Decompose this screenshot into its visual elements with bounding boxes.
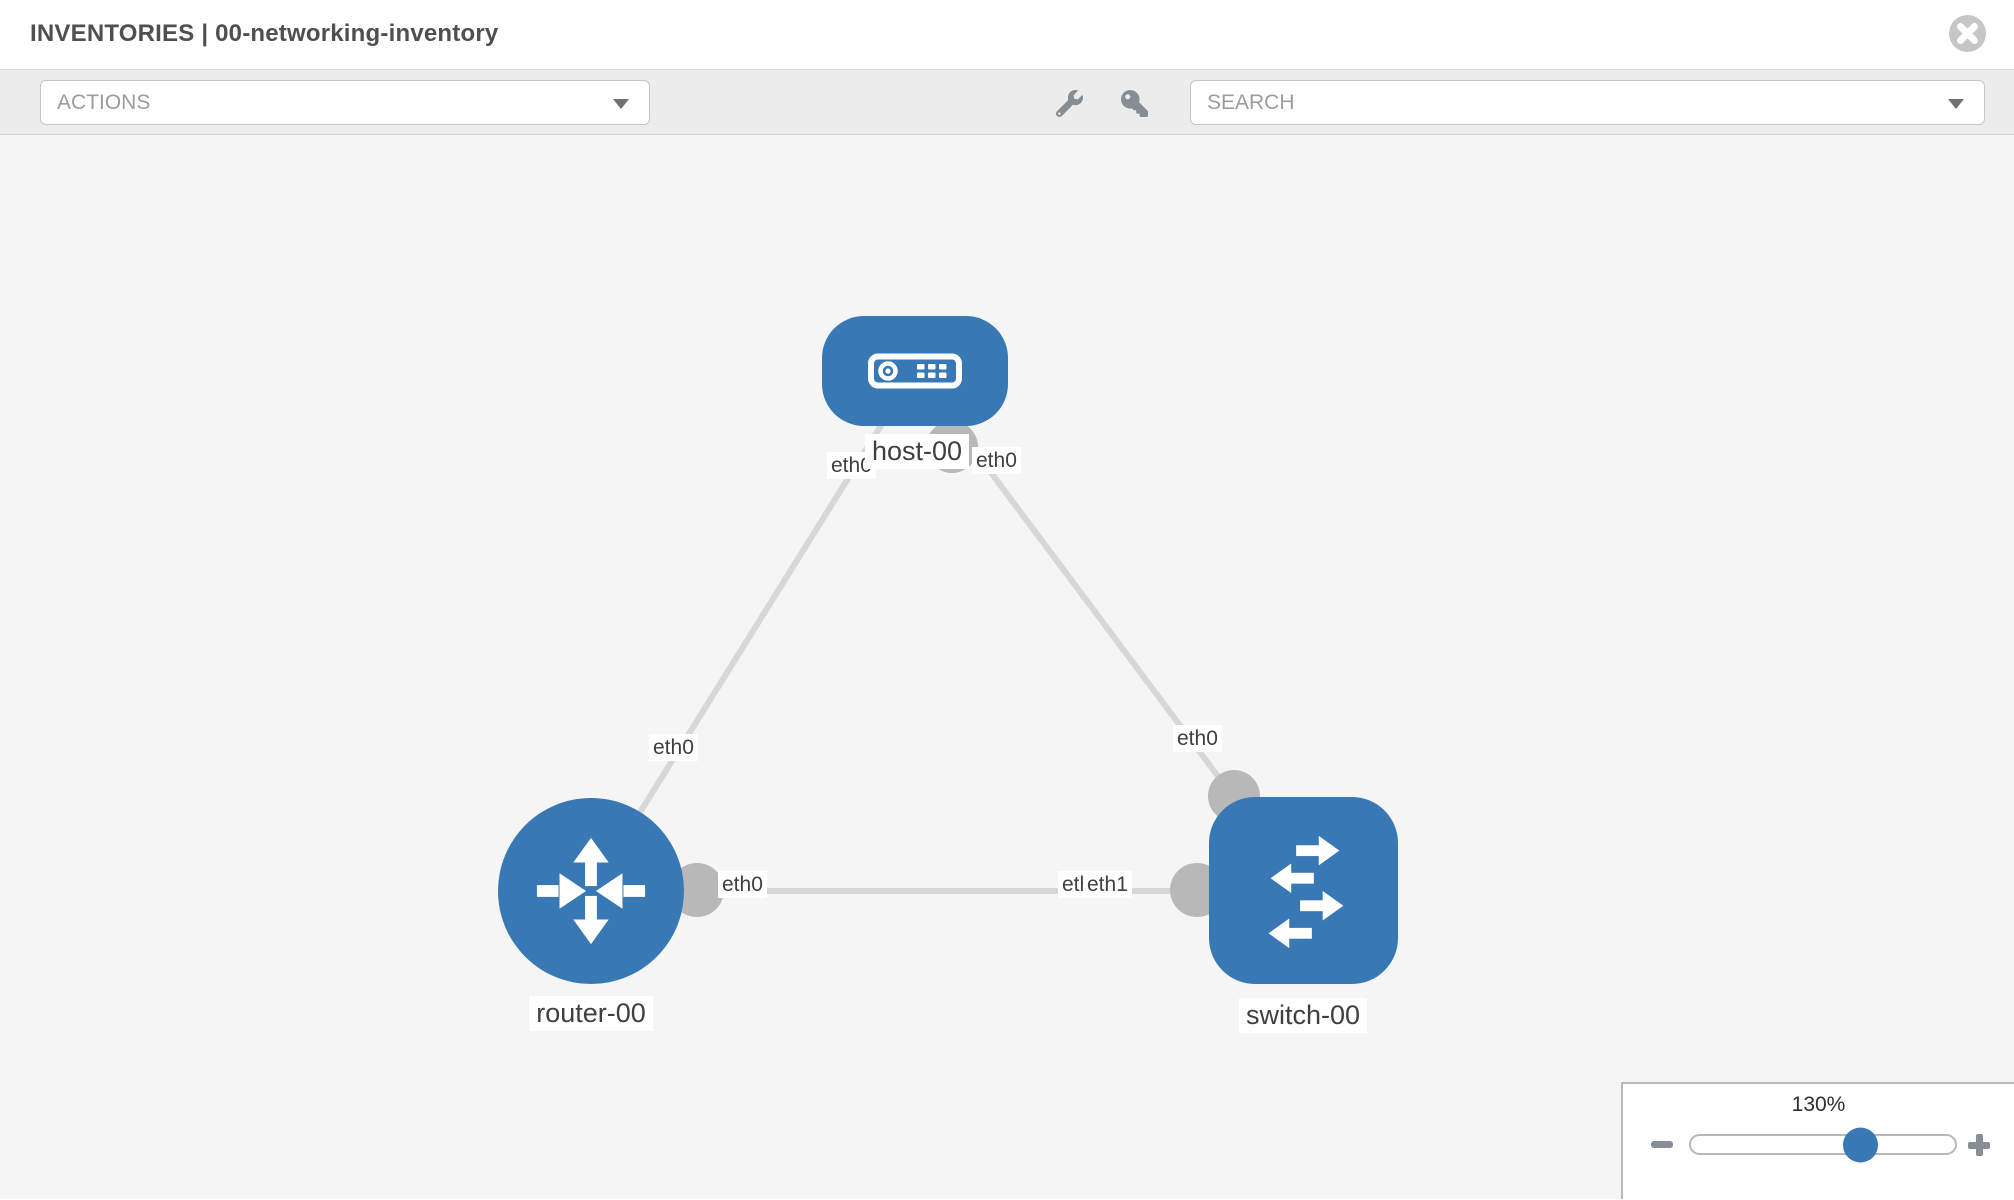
node-label-router: router-00 — [529, 996, 653, 1031]
zoom-slider-track[interactable] — [1689, 1127, 1957, 1162]
search-dropdown-label: SEARCH — [1207, 91, 1295, 114]
router-arrows-icon — [536, 837, 646, 945]
zoom-out-button[interactable] — [1651, 1141, 1673, 1148]
page-title: INVENTORIES | 00-networking-inventory — [30, 20, 499, 47]
node-switch-00[interactable] — [1209, 797, 1398, 984]
zoom-in-button[interactable] — [1968, 1134, 1990, 1156]
actions-dropdown-label: ACTIONS — [57, 91, 151, 114]
links-layer — [588, 369, 1306, 917]
toolbar: ACTIONS SEARCH — [0, 70, 2014, 135]
node-label-switch: switch-00 — [1238, 998, 1368, 1033]
router-port-circle — [670, 863, 724, 917]
interface-label: eth1 — [1083, 871, 1132, 898]
node-router-00[interactable] — [498, 798, 684, 984]
server-icon — [868, 353, 962, 389]
key-icon[interactable] — [1121, 90, 1148, 117]
zoom-slider-thumb[interactable] — [1842, 1127, 1878, 1162]
switch-arrows-icon — [1268, 835, 1343, 948]
close-icon[interactable] — [1949, 15, 1986, 52]
zoom-control-panel: 130% — [1621, 1082, 2014, 1199]
interface-label: eth0 — [972, 447, 1021, 474]
wrench-icon[interactable] — [1055, 90, 1083, 118]
node-host-00[interactable] — [822, 316, 1008, 426]
chevron-down-icon — [613, 99, 629, 109]
interface-label: eth0 — [649, 734, 698, 761]
interface-label: eth0 — [1173, 725, 1222, 752]
zoom-level-value: 130% — [1791, 1093, 1846, 1116]
node-label-host: host-00 — [864, 434, 970, 469]
actions-dropdown[interactable]: ACTIONS — [40, 80, 650, 125]
chevron-down-icon — [1948, 99, 1964, 109]
header-bar: INVENTORIES | 00-networking-inventory — [0, 0, 2014, 70]
interface-label: eth0 — [718, 871, 767, 898]
zoom-slider-row — [1623, 1126, 2014, 1162]
search-dropdown[interactable]: SEARCH — [1190, 80, 1985, 125]
topology-canvas[interactable]: eth0 host-00 eth0 eth0 eth0 eth0 eth0 et… — [0, 135, 2014, 1199]
